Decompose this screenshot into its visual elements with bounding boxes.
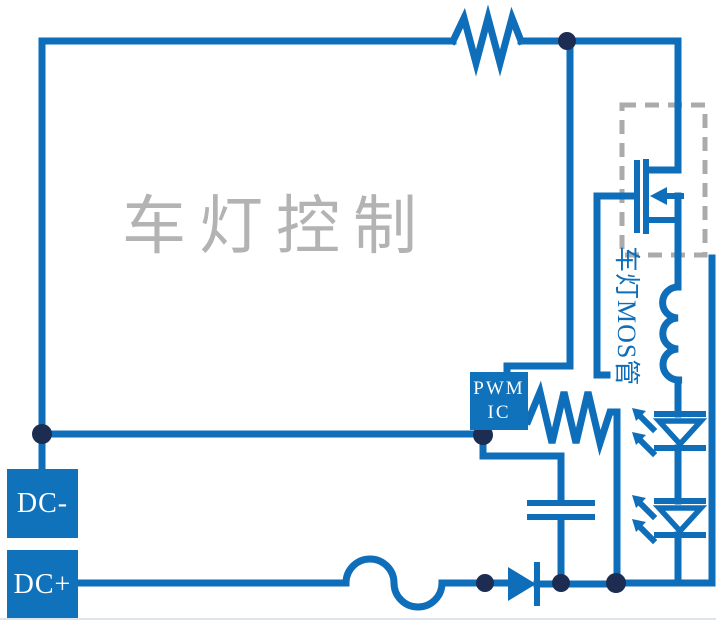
junction-dot <box>476 574 494 592</box>
resistor-sense-icon <box>523 380 621 587</box>
resistor-top-icon <box>448 4 526 77</box>
pwm-ic-label-line2: IC <box>487 402 511 423</box>
junction-dot <box>558 32 576 50</box>
mos-vertical-label: 车灯MOS管 <box>612 246 641 387</box>
wire-supply-to-pwm <box>503 40 574 380</box>
watermark-text: 车灯控制 <box>122 190 430 262</box>
mosfet-dashed-box <box>619 102 708 258</box>
dc-plus-label: DC+ <box>13 568 72 600</box>
dc-minus-terminal: DC- <box>7 469 78 538</box>
led1-light-arrows-icon <box>632 408 658 458</box>
junction-dot <box>552 574 570 592</box>
capacitor-icon <box>527 500 595 587</box>
wire-pwm-to-cap <box>479 434 565 504</box>
led2-icon <box>632 495 708 587</box>
pwm-ic-block: PWM IC <box>470 372 528 430</box>
wire-top-left-rail <box>38 37 457 473</box>
pwm-ic-label-line1: PWM <box>473 378 525 400</box>
wire-right-edge <box>612 254 716 587</box>
dc-plus-terminal: DC+ <box>7 550 78 619</box>
junction-dot <box>473 425 493 445</box>
led1-icon <box>632 408 708 505</box>
inductor-icon <box>659 283 683 418</box>
junction-dot <box>606 573 626 593</box>
fuse-icon <box>74 555 512 611</box>
junction-dot <box>32 424 52 444</box>
led2-light-arrows-icon <box>632 495 658 545</box>
diode-icon <box>508 562 620 606</box>
bottom-edge-line <box>0 618 716 620</box>
dc-minus-label: DC- <box>16 487 69 519</box>
wire-gate-drive <box>593 192 638 379</box>
mosfet-icon <box>634 159 684 291</box>
